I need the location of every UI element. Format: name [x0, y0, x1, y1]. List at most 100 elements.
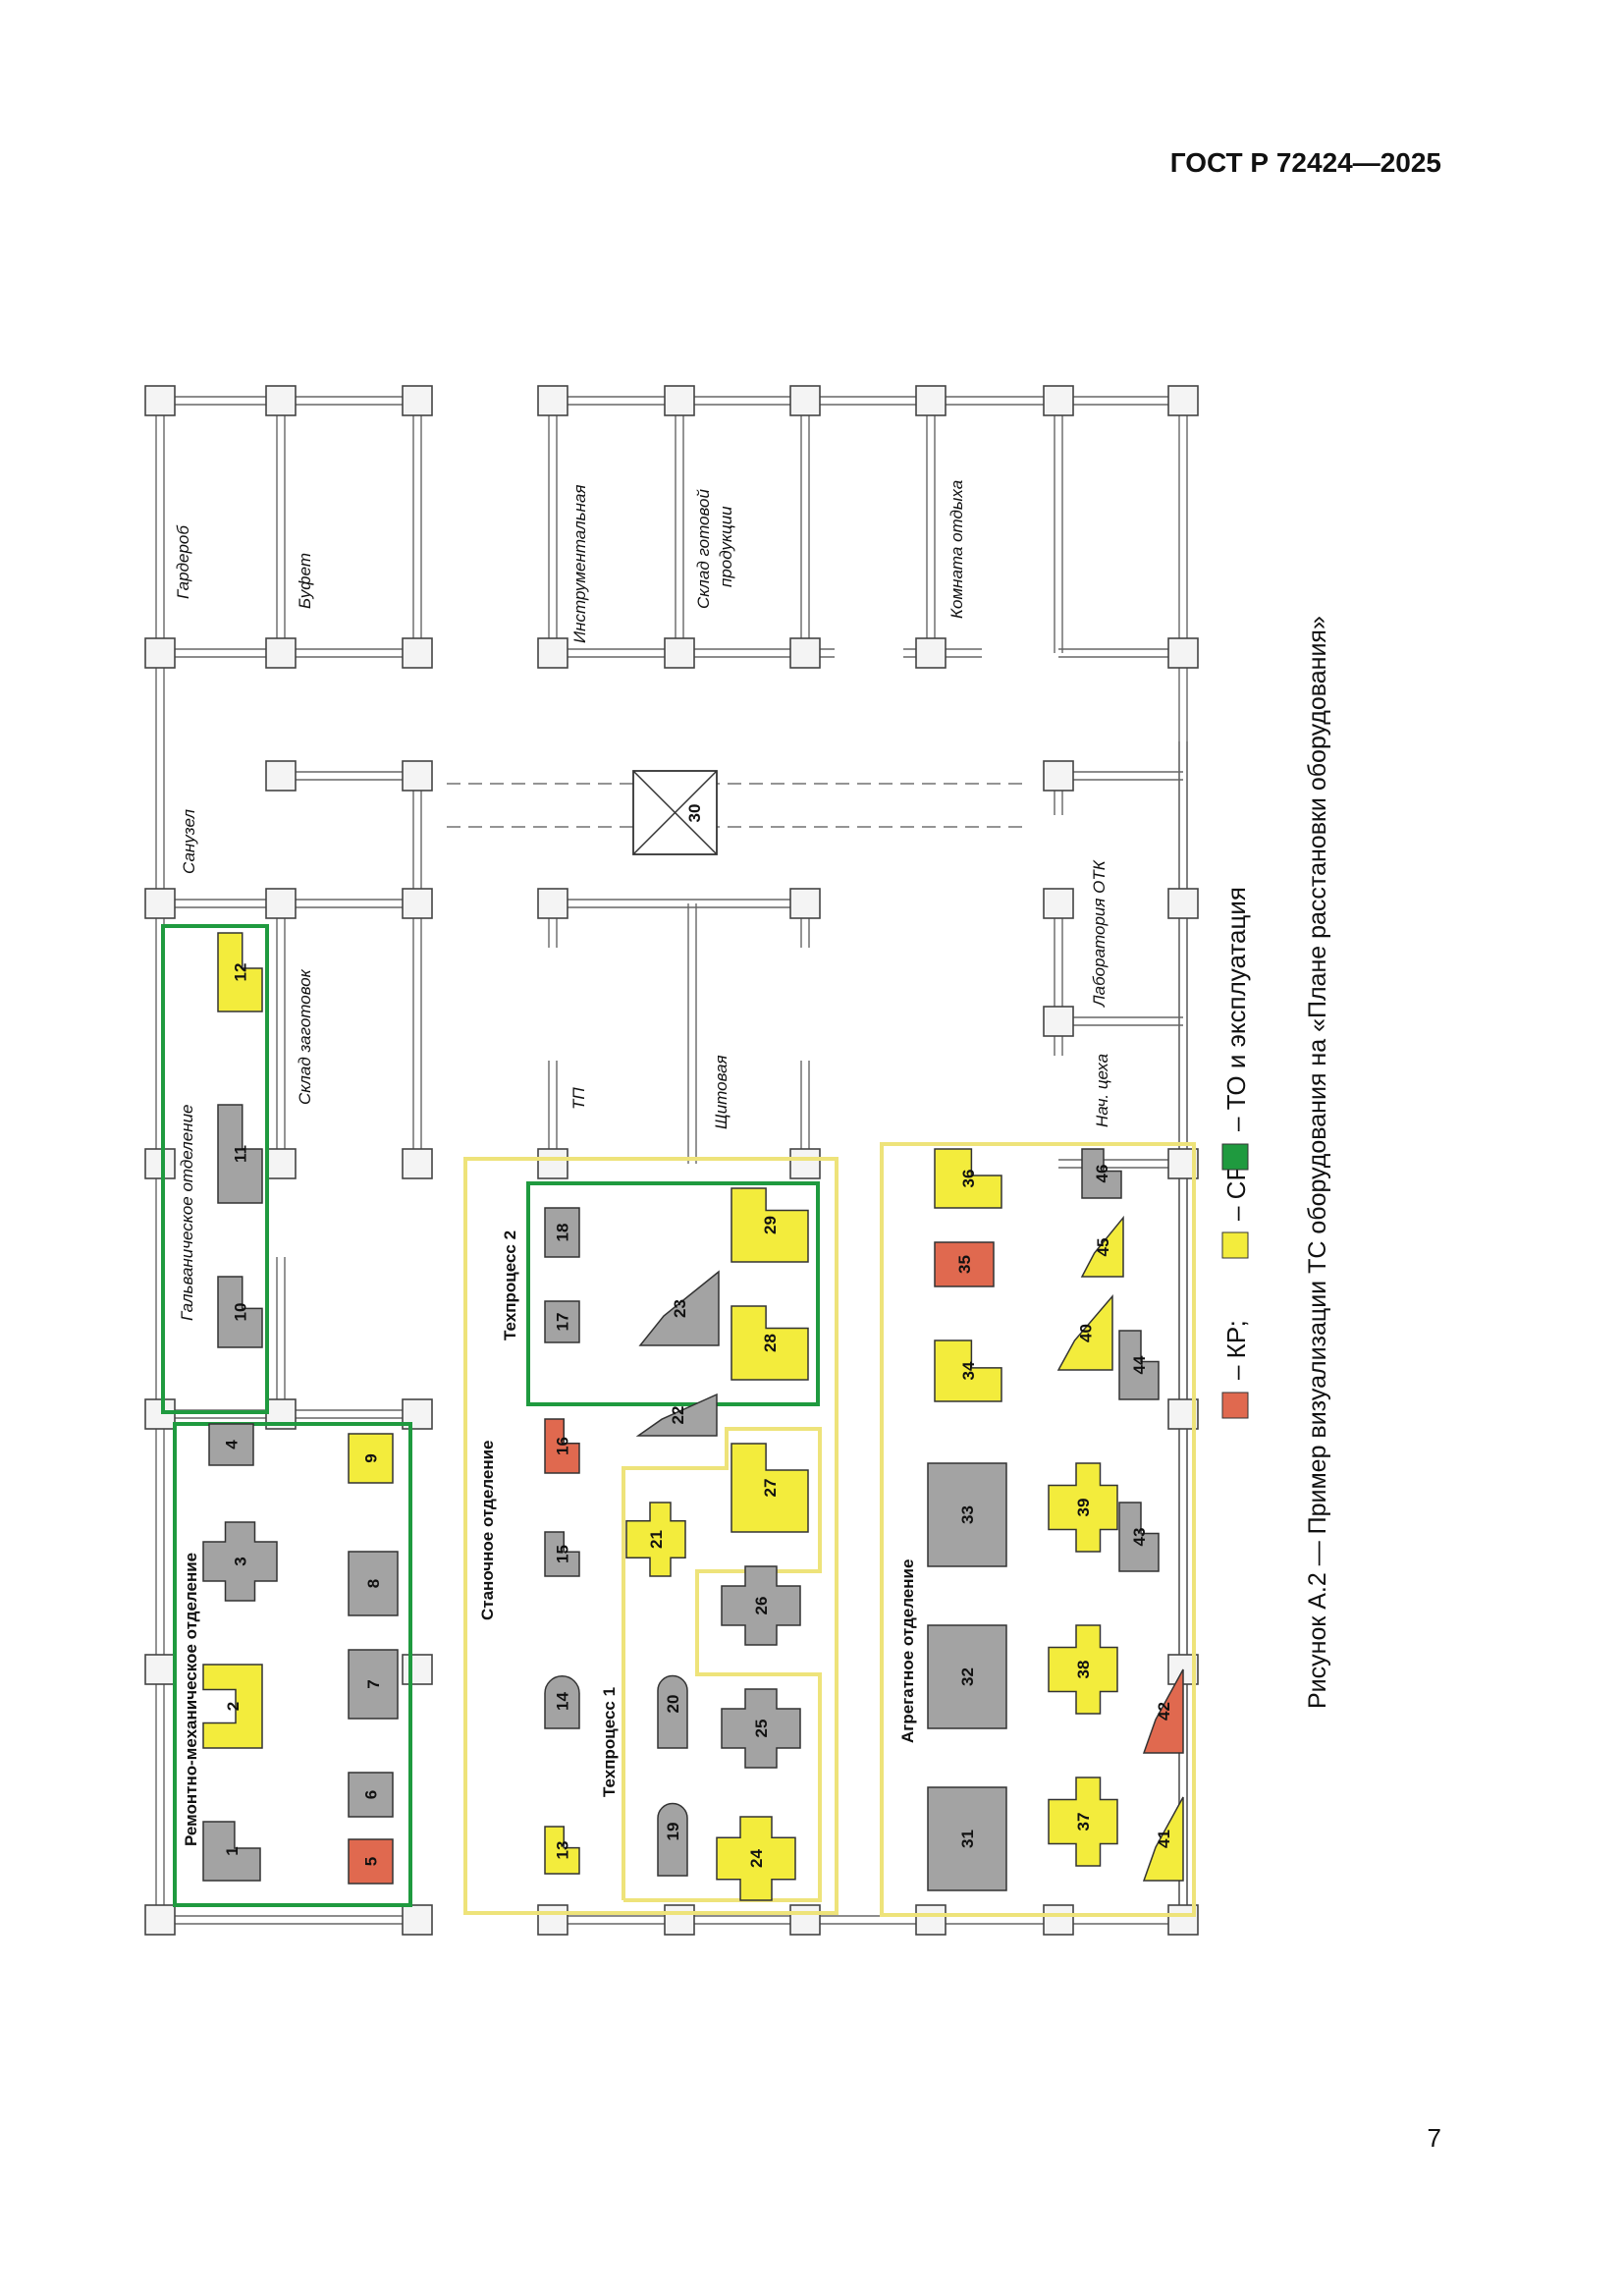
equipment-number-20: 20: [664, 1695, 682, 1714]
equipment-32: [927, 1624, 1007, 1729]
column: [664, 637, 695, 669]
zone-stanoch: [463, 1157, 839, 1915]
zone-remont: [173, 1422, 412, 1907]
equipment-9: [348, 1433, 394, 1484]
equipment-number-1: 1: [223, 1846, 242, 1855]
room-label-shchit: Щитовая: [712, 1055, 730, 1129]
room-label-nach: Нач. цеха: [1093, 1054, 1111, 1127]
equipment-46: [1081, 1148, 1122, 1199]
room-label-tech1: Техпроцесс 1: [600, 1687, 619, 1797]
equipment-number-28: 28: [761, 1334, 780, 1352]
equipment-24: [716, 1816, 796, 1901]
page-number: 7: [1427, 2123, 1441, 2153]
room-label-garderob: Гардероб: [174, 524, 192, 599]
document-header: ГОСТ Р 72424—2025: [1169, 147, 1441, 178]
equipment-42: [1142, 1668, 1184, 1754]
legend-text-kr: – КР;: [1221, 1320, 1251, 1380]
column: [1167, 637, 1199, 669]
column: [265, 760, 297, 792]
legend-swatch-kr: [1221, 1392, 1249, 1419]
column: [144, 1148, 176, 1179]
equipment-19: [657, 1802, 688, 1877]
column: [789, 1148, 821, 1179]
equipment-4: [208, 1423, 254, 1466]
equipment-number-18: 18: [554, 1224, 572, 1242]
legend-swatch-to: [1221, 1143, 1249, 1171]
zone-tech1: [622, 1427, 822, 1902]
equipment-31: [927, 1786, 1007, 1891]
equipment-number-5: 5: [362, 1857, 381, 1866]
zone-outlines: [161, 924, 1196, 1917]
equipment-number-34: 34: [959, 1361, 978, 1380]
equipment-40: [1056, 1293, 1113, 1371]
zone-galvan: [161, 924, 269, 1414]
column: [402, 1654, 433, 1685]
equipment-41: [1142, 1796, 1184, 1882]
equipment-number-45: 45: [1094, 1238, 1112, 1257]
room-label-lab: Лаборатория ОТК: [1090, 859, 1109, 1008]
column: [1043, 1006, 1074, 1037]
room-label-galvan: Гальваническое отделение: [178, 1105, 196, 1321]
equipment-number-13: 13: [554, 1841, 572, 1860]
equipment-10: [217, 1276, 263, 1348]
column: [402, 888, 433, 919]
equipment-15: [544, 1531, 580, 1577]
equipment-number-16: 16: [554, 1437, 572, 1455]
equipment-39: [1048, 1462, 1118, 1553]
room-label-agreg: Агрегатное отделение: [898, 1559, 917, 1743]
equipment-35: [934, 1241, 995, 1287]
column: [1043, 888, 1074, 919]
equipment-number-42: 42: [1155, 1702, 1173, 1721]
column: [265, 385, 297, 416]
equipment-number-32: 32: [958, 1667, 977, 1686]
column: [402, 385, 433, 416]
equipment-number-14: 14: [554, 1692, 572, 1711]
equipment-37: [1048, 1777, 1118, 1867]
equipment-number-38: 38: [1074, 1661, 1093, 1679]
equipment-number-22: 22: [669, 1406, 687, 1425]
room-label-instr: Инструментальная: [570, 485, 589, 644]
equipment-22: [635, 1393, 718, 1437]
equipment-16: [544, 1418, 580, 1474]
equipment-number-15: 15: [554, 1545, 572, 1563]
equipment-number-43: 43: [1130, 1528, 1149, 1547]
equipment-21: [625, 1502, 686, 1577]
equipment-number-10: 10: [232, 1303, 250, 1322]
equipment-number-44: 44: [1130, 1355, 1149, 1374]
figure-caption: Рисунок А.2 — Пример визуализации ТС обо…: [1304, 616, 1331, 1709]
equipment-number-41: 41: [1155, 1830, 1173, 1848]
equipment-38: [1048, 1624, 1118, 1715]
legend-text-to: – ТО и эксплуатация: [1221, 887, 1251, 1131]
equipment-44: [1118, 1330, 1160, 1400]
column: [1167, 385, 1199, 416]
equipment-number-39: 39: [1074, 1499, 1093, 1517]
column: [265, 637, 297, 669]
equipment-18: [544, 1207, 580, 1258]
equipment-11: [217, 1104, 263, 1204]
equipment-45: [1080, 1215, 1124, 1278]
room-label-sanuzel: Санузел: [180, 809, 198, 874]
equipment-number-19: 19: [664, 1823, 682, 1841]
column: [664, 1904, 695, 1936]
room-label-bufet: Буфет: [296, 553, 314, 609]
room-label-sklad-gotov-2: продукции: [717, 506, 735, 587]
equipment-items: 1234567891011121314151617181920212223242…: [202, 804, 1184, 1901]
column: [537, 637, 568, 669]
column: [915, 385, 947, 416]
column: [1167, 888, 1199, 919]
equipment-14: [544, 1675, 580, 1729]
equipment-33: [927, 1462, 1007, 1567]
column: [402, 760, 433, 792]
equipment-number-21: 21: [647, 1530, 666, 1549]
equipment-number-37: 37: [1074, 1813, 1093, 1831]
equipment-26: [721, 1565, 801, 1646]
zone-tech2: [526, 1181, 820, 1406]
equipment-number-11: 11: [232, 1145, 250, 1163]
column: [144, 888, 176, 919]
column: [789, 385, 821, 416]
room-labels: Гардероб Буфет Санузел Склад заготовок Г…: [174, 480, 1111, 1846]
column: [144, 637, 176, 669]
equipment-number-17: 17: [554, 1313, 572, 1332]
equipment-number-29: 29: [761, 1216, 780, 1234]
column: [1043, 1904, 1074, 1936]
